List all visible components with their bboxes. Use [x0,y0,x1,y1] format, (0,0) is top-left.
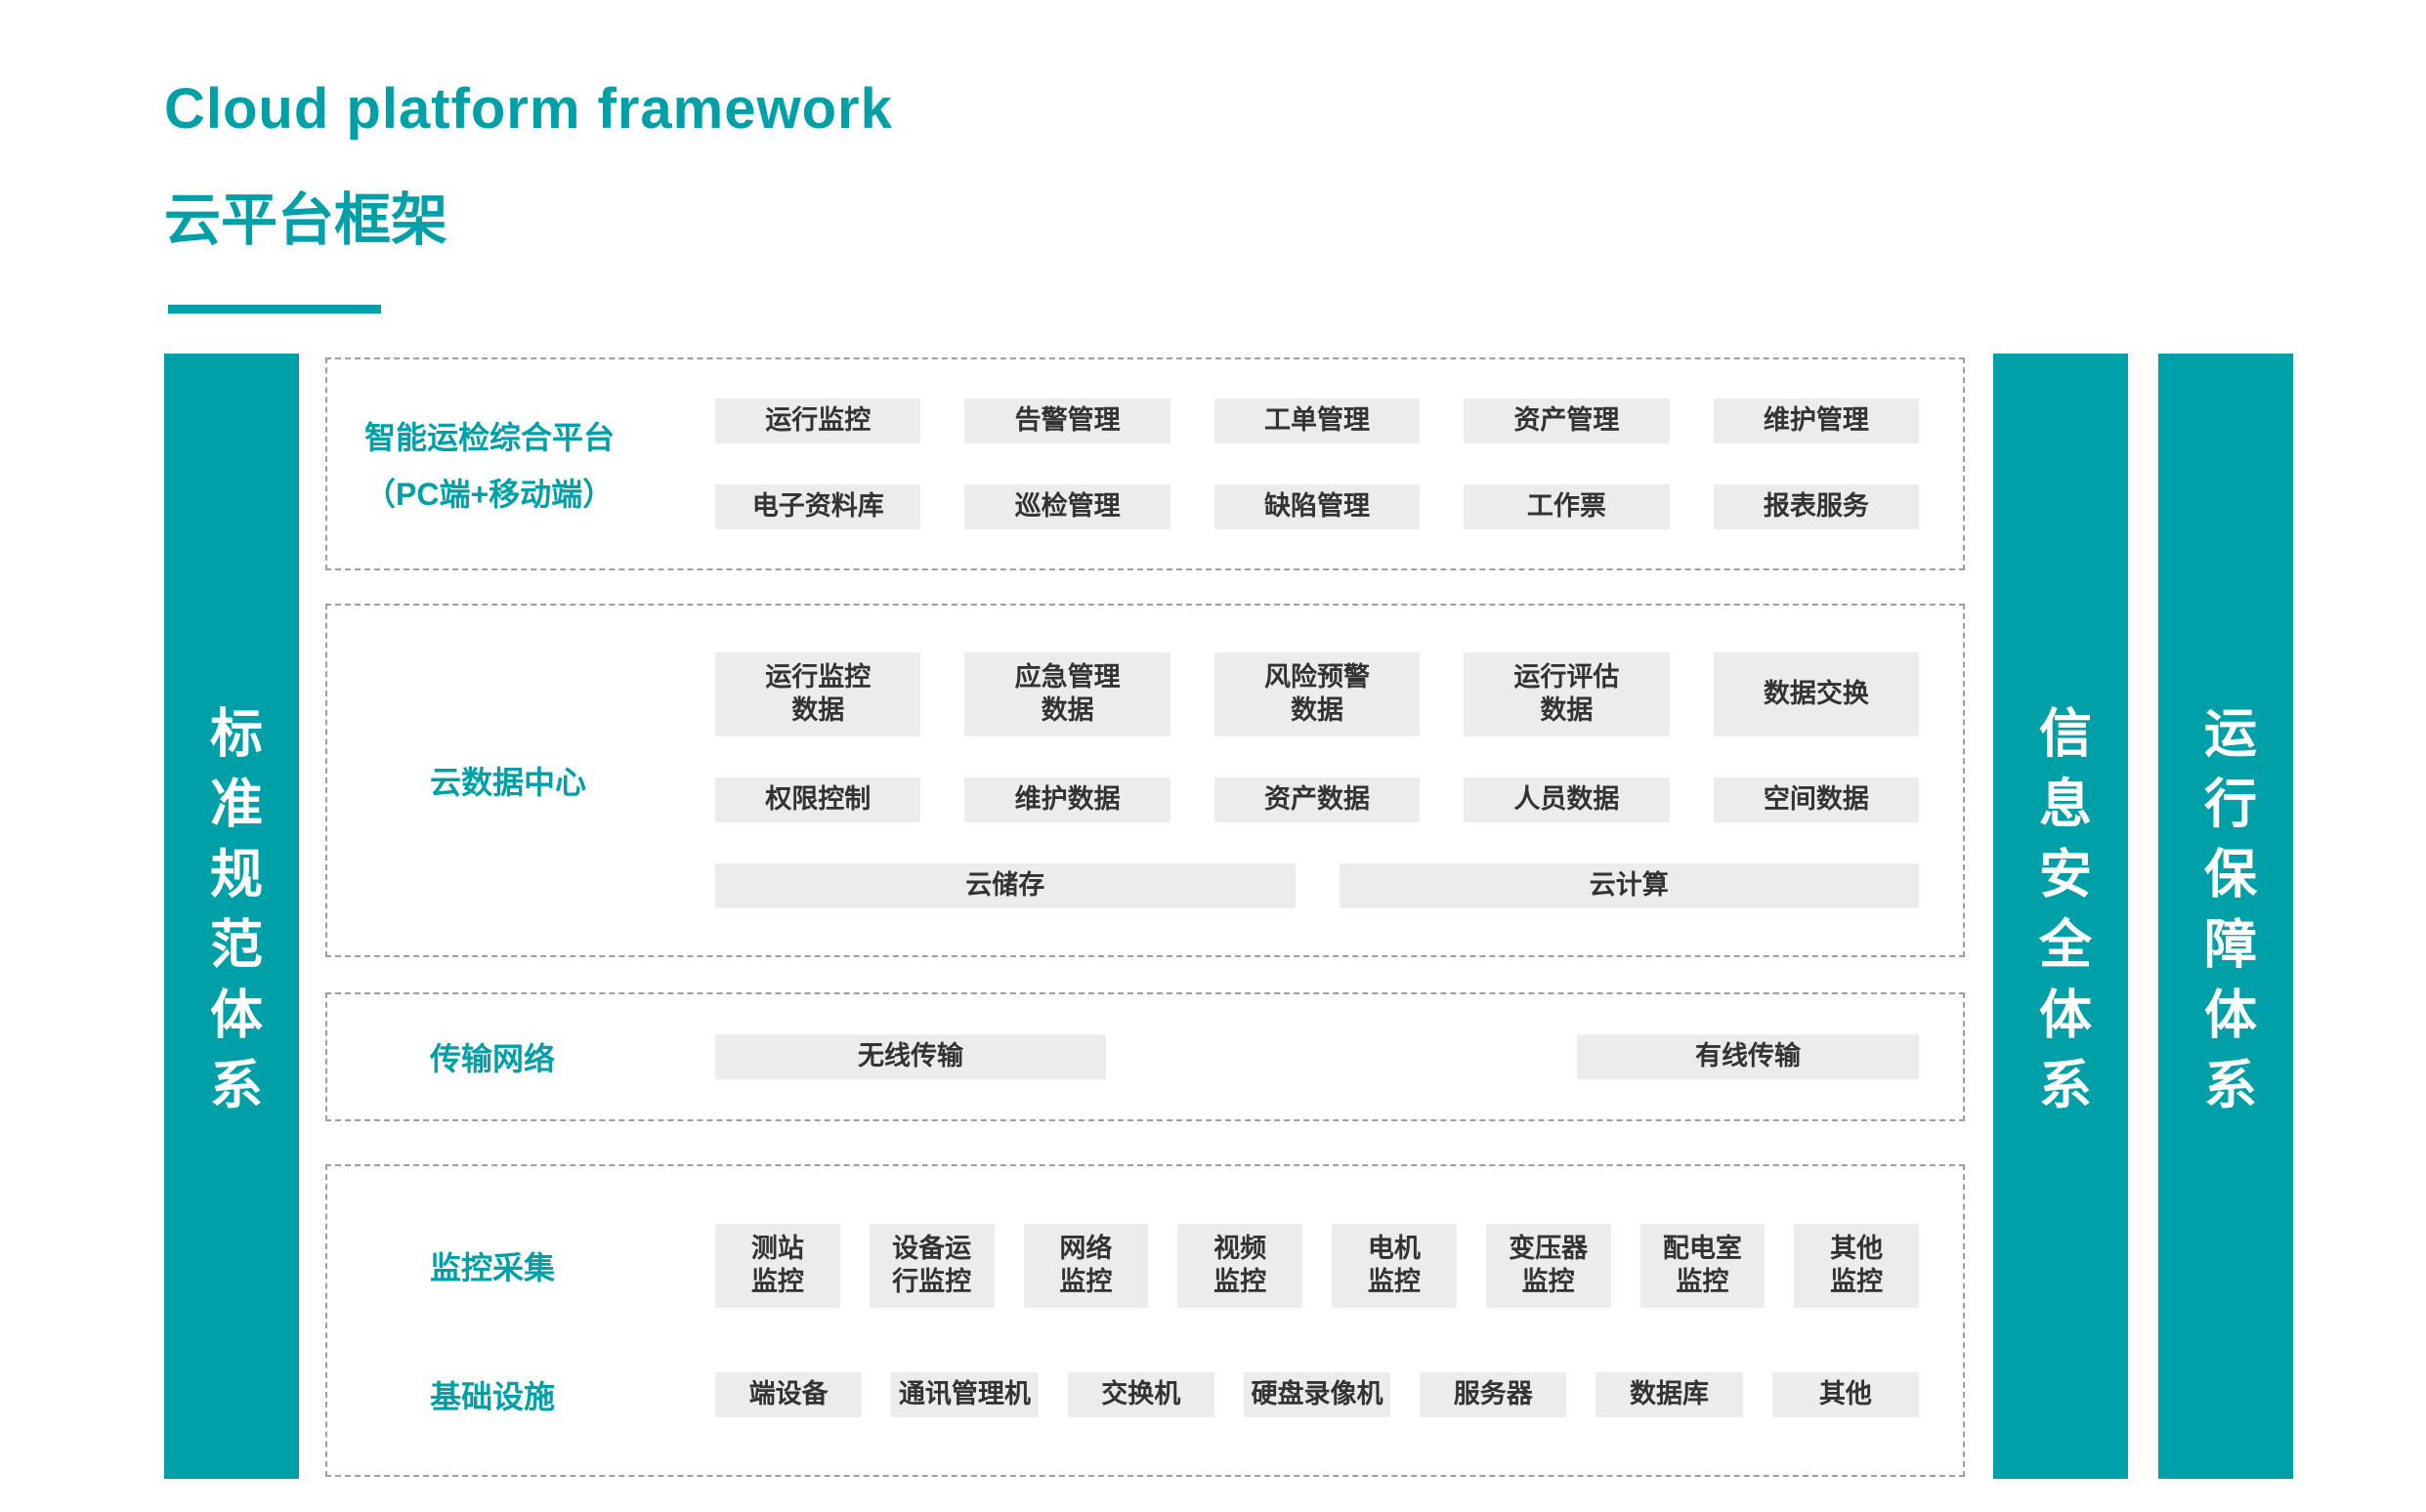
infrastructure-label-text: 基础设施 [430,1379,556,1414]
left-system-bar: 标准规范体系 [164,354,299,1479]
data-center-label-text: 云数据中心 [430,765,587,800]
platform-module-box: 工作票 [1464,484,1670,529]
infra-box: 硬盘录像机 [1243,1372,1391,1417]
network-content: 无线传输 有线传输 [715,994,1963,1119]
infra-box: 其他 [1771,1372,1919,1417]
monitoring-label: 监控采集 [327,1224,715,1308]
monitor-box: 其他 监控 [1794,1224,1919,1308]
infra-box: 数据库 [1596,1372,1743,1417]
platform-module-box: 运行监控 [715,399,921,443]
network-label-text: 传输网络 [430,1041,556,1076]
data-center-box: 资产数据 [1213,777,1421,822]
infrastructure-row: 端设备 通讯管理机 交换机 硬盘录像机 服务器 数据库 其他 [715,1372,1919,1417]
infra-box: 服务器 [1420,1372,1567,1417]
data-center-row-3: 云储存 云计算 [715,863,1919,908]
data-center-box: 数据交换 [1713,652,1920,736]
section-monitoring-infrastructure: 监控采集 测站 监控 设备运 行监控 网络 监控 视频 监控 电机 监控 变压器… [325,1164,1965,1477]
monitor-box: 配电室 监控 [1639,1224,1766,1308]
wireless-transmission-box: 无线传输 [715,1034,1106,1079]
monitor-box: 电机 监控 [1332,1224,1457,1308]
info-security-system-bar-label: 信息安全体系 [2030,705,2090,1127]
operation-support-system-bar: 运行保障体系 [2158,354,2293,1479]
platform-module-box: 资产管理 [1464,399,1670,443]
data-center-box: 运行监控 数据 [715,652,921,736]
wired-transmission-box: 有线传输 [1577,1034,1919,1079]
data-center-box: 权限控制 [715,777,921,822]
platform-module-box: 告警管理 [964,399,1170,443]
info-security-system-bar: 信息安全体系 [1993,354,2128,1479]
infrastructure-content: 端设备 通讯管理机 交换机 硬盘录像机 服务器 数据库 其他 [715,1372,1963,1417]
monitor-box: 设备运 行监控 [869,1224,995,1308]
monitor-box: 变压器 监控 [1485,1224,1611,1308]
title-underline [168,305,381,314]
infra-box: 交换机 [1067,1372,1214,1417]
section-cloud-data-center: 云数据中心 运行监控 数据 应急管理 数据 风险预警 数据 运行评估 数据 数据… [325,604,1965,957]
data-center-box: 风险预警 数据 [1213,652,1421,736]
page-title-zh: 云平台框架 [164,189,448,252]
platform-row-2: 电子资料库 巡检管理 缺陷管理 工作票 报表服务 [715,484,1920,529]
monitoring-content: 测站 监控 设备运 行监控 网络 监控 视频 监控 电机 监控 变压器 监控 配… [715,1224,1963,1308]
platform-label-line2: （PC端+移动端） [364,477,615,512]
monitor-box: 网络 监控 [1023,1224,1149,1308]
operation-support-system-bar-label: 运行保障体系 [2195,705,2255,1127]
page-title-en: Cloud platform framework [164,77,893,141]
data-center-label: 云数据中心 [327,606,715,955]
data-center-row-1: 运行监控 数据 应急管理 数据 风险预警 数据 运行评估 数据 数据交换 [715,652,1920,736]
section-transmission-network: 传输网络 无线传输 有线传输 [325,992,1965,1121]
data-center-box: 运行评估 数据 [1464,652,1670,736]
data-center-box: 应急管理 数据 [964,652,1170,736]
cloud-storage-box: 云储存 [715,863,1296,908]
monitoring-subrow: 监控采集 测站 监控 设备运 行监控 网络 监控 视频 监控 电机 监控 变压器… [327,1224,1963,1308]
platform-content: 运行监控 告警管理 工单管理 资产管理 维护管理 电子资料库 巡检管理 缺陷管理… [715,359,1963,568]
cloud-computing-box: 云计算 [1339,863,1919,908]
section-smart-inspection-platform: 智能运检综合平台 （PC端+移动端） 运行监控 告警管理 工单管理 资产管理 维… [325,357,1965,570]
monitoring-row: 测站 监控 设备运 行监控 网络 监控 视频 监控 电机 监控 变压器 监控 配… [715,1224,1919,1308]
platform-label: 智能运检综合平台 （PC端+移动端） [327,359,715,568]
left-system-bar-label: 标准规范体系 [201,705,261,1127]
platform-module-box: 巡检管理 [964,484,1170,529]
data-center-row-2: 权限控制 维护数据 资产数据 人员数据 空间数据 [715,777,1920,822]
infrastructure-subrow: 基础设施 端设备 通讯管理机 交换机 硬盘录像机 服务器 数据库 其他 [327,1372,1963,1417]
platform-module-box: 维护管理 [1713,399,1920,443]
platform-module-box: 电子资料库 [715,484,921,529]
platform-module-box: 报表服务 [1713,484,1920,529]
platform-module-box: 工单管理 [1213,399,1421,443]
infrastructure-label: 基础设施 [327,1372,715,1417]
data-center-box: 维护数据 [964,777,1170,822]
platform-module-box: 缺陷管理 [1213,484,1421,529]
monitor-box: 测站 监控 [715,1224,840,1308]
infra-box: 端设备 [715,1372,863,1417]
monitor-box: 视频 监控 [1177,1224,1302,1308]
platform-row-1: 运行监控 告警管理 工单管理 资产管理 维护管理 [715,399,1920,443]
network-label: 传输网络 [327,994,715,1119]
monitoring-label-text: 监控采集 [430,1250,556,1285]
infra-box: 通讯管理机 [891,1372,1039,1417]
data-center-content: 运行监控 数据 应急管理 数据 风险预警 数据 运行评估 数据 数据交换 权限控… [715,606,1963,955]
data-center-box: 人员数据 [1464,777,1670,822]
data-center-box: 空间数据 [1713,777,1920,822]
platform-label-line1: 智能运检综合平台 [364,420,616,455]
